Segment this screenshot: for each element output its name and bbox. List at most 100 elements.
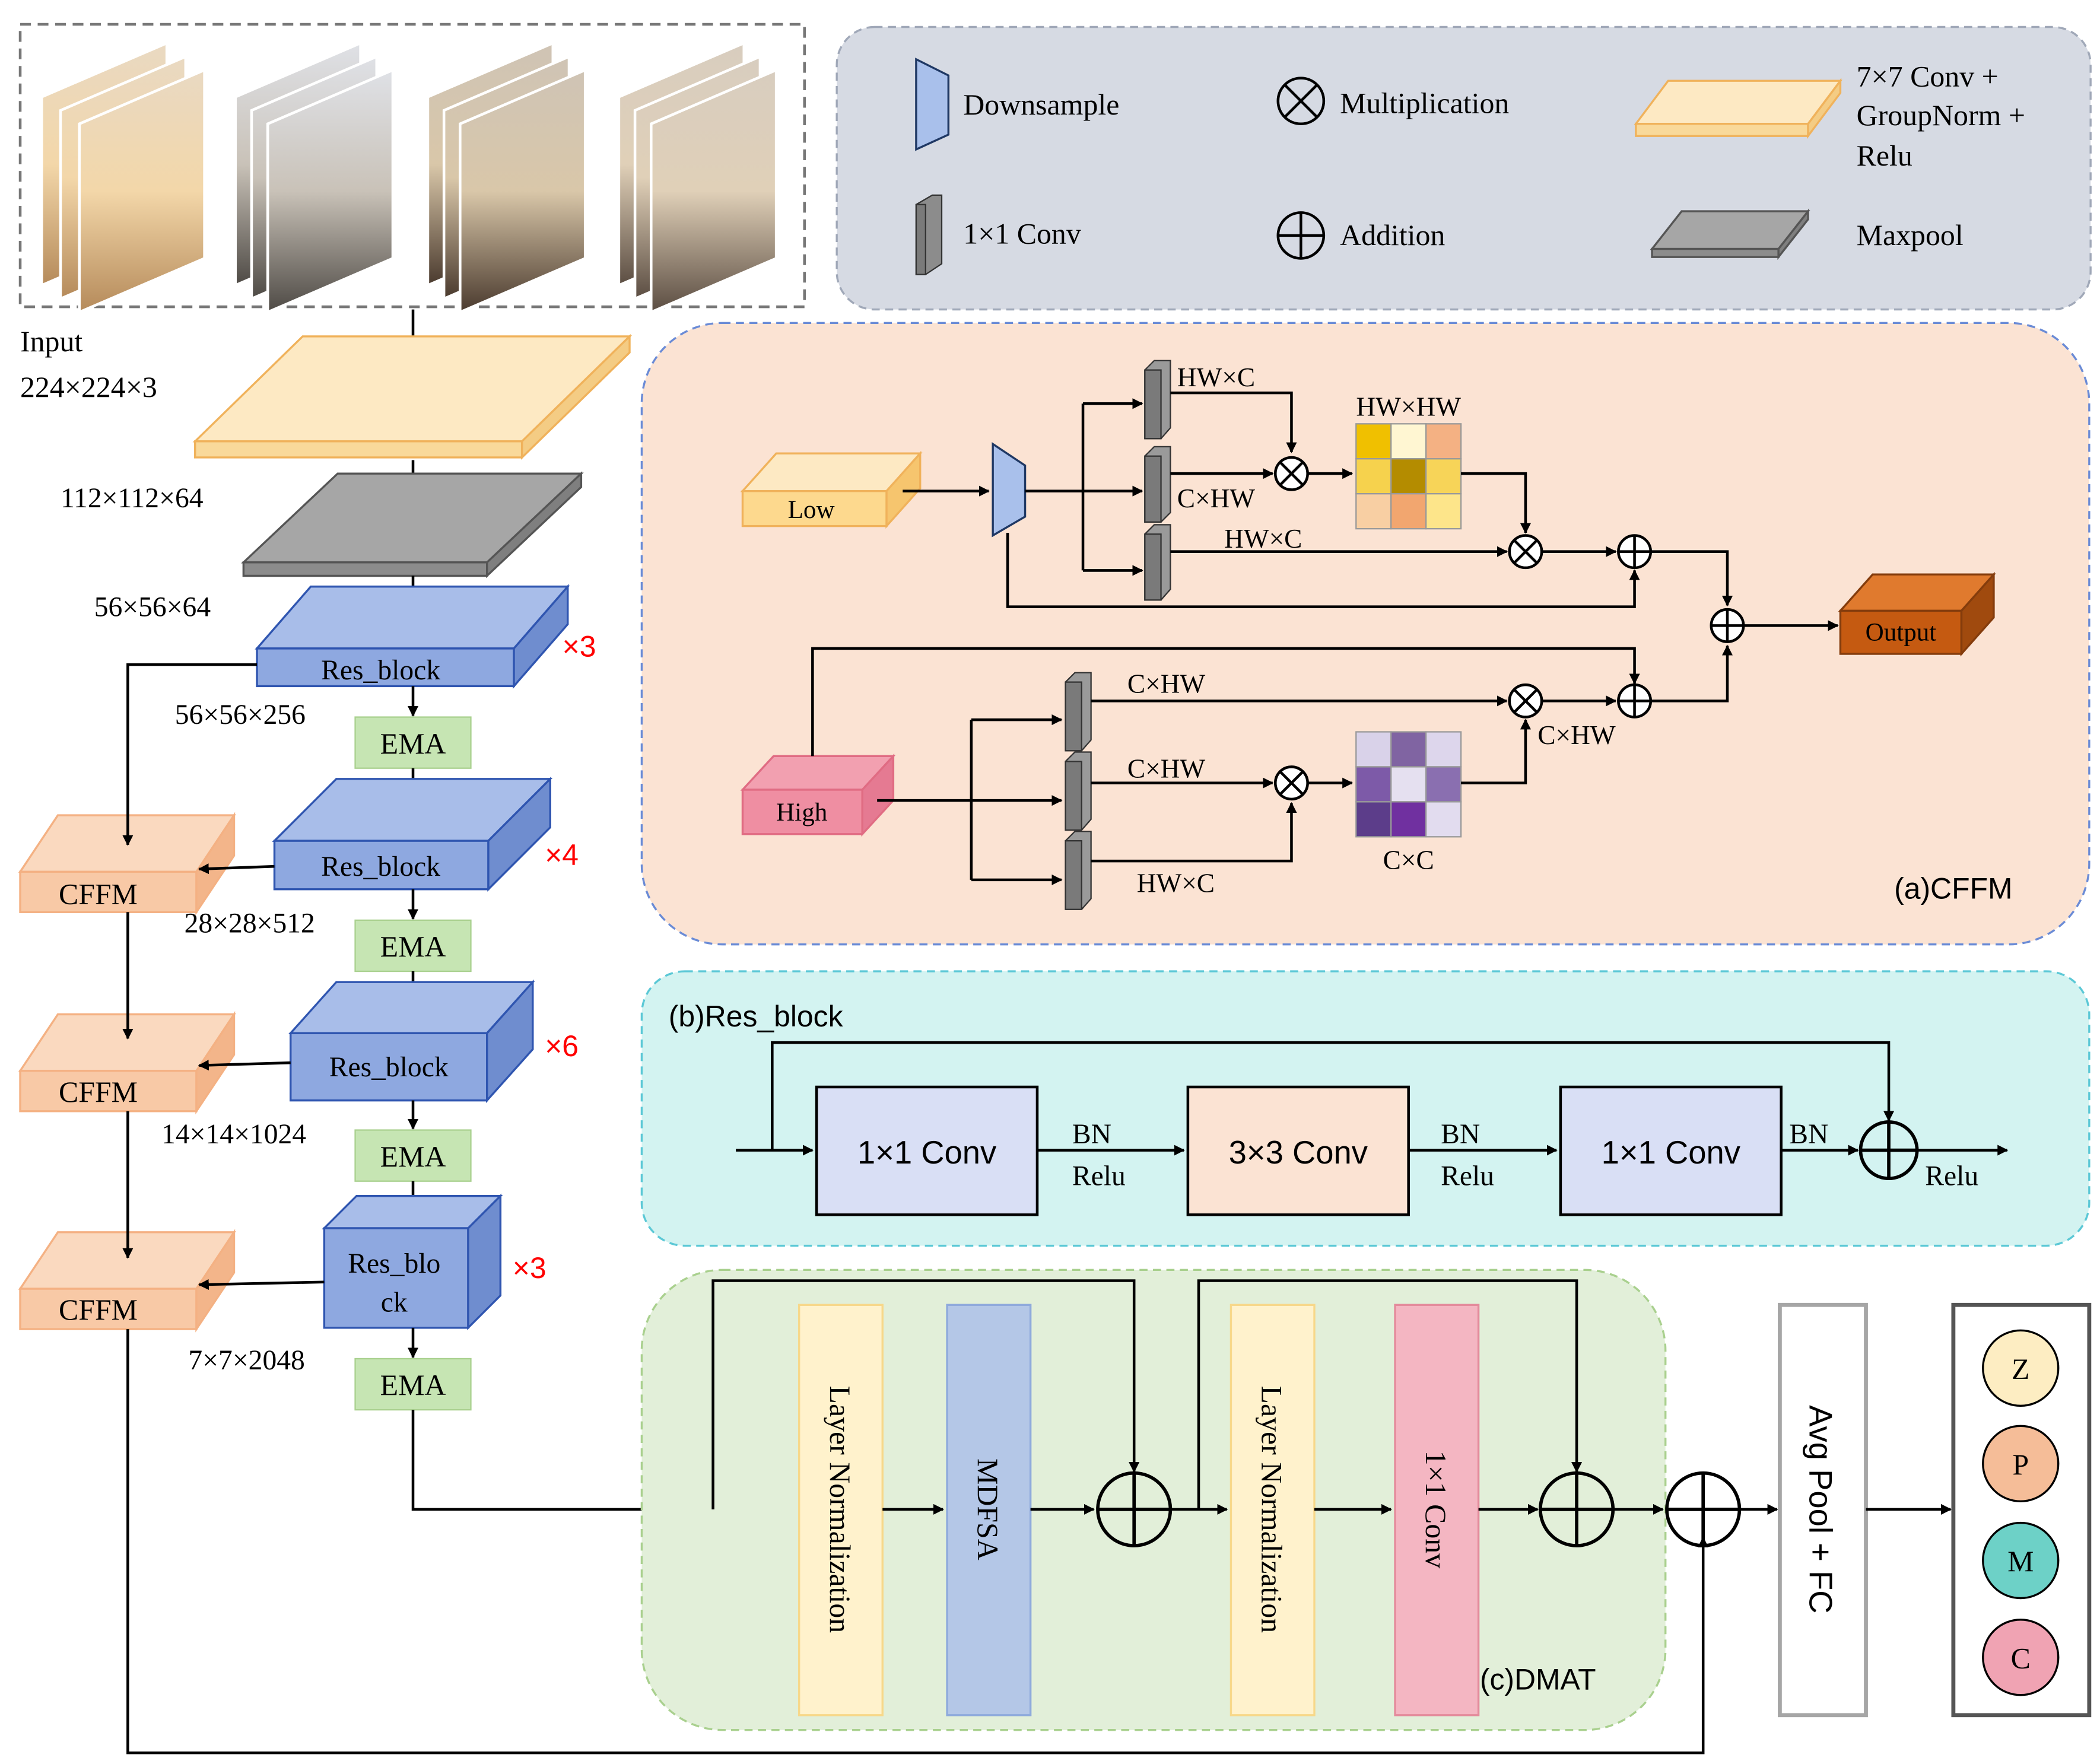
dmat-mdfsa-label: MDFSA: [971, 1458, 1004, 1560]
class-m-node: [1982, 1521, 2060, 1600]
conv-bar-bottom-2: [1065, 751, 1092, 831]
class-p-node: [1982, 1425, 2060, 1502]
res-block-stage4: [322, 1193, 503, 1330]
conv-bar-top-3: [1144, 524, 1171, 601]
res-block-mult-1: ×3: [563, 630, 596, 663]
bot-chw-out-label: C×HW: [1537, 720, 1616, 750]
dmat-conv-label: 1×1 Conv: [1419, 1451, 1452, 1569]
res-block-label-4b: ck: [381, 1288, 408, 1318]
class-z-label: Z: [2012, 1353, 2029, 1385]
final-add-op: [1665, 1471, 1742, 1547]
res-block-stage1: [255, 584, 570, 689]
input-image-stack-3: [426, 41, 587, 314]
top-chw-label: C×HW: [1177, 484, 1256, 513]
res-conv1-label: 1×1 Conv: [857, 1134, 997, 1171]
conv7-layer: [192, 333, 633, 460]
avg-pool-fc-box: [1778, 1302, 1868, 1718]
ema-label-4: EMA: [380, 1369, 446, 1401]
addition-icon: [1276, 211, 1326, 260]
res-block-mult-4: ×3: [513, 1251, 547, 1285]
input-image-stack-2: [234, 41, 395, 314]
input-image-stack-4: [617, 41, 778, 314]
avg-pool-fc-label: Avg Pool + FC: [1802, 1405, 1838, 1613]
legend-conv1x1-label: 1×1 Conv: [963, 218, 1081, 250]
res-relu-label-2: Relu: [1441, 1161, 1494, 1192]
class-z-node: [1982, 1329, 2060, 1407]
legend-multiplication-label: Multiplication: [1340, 87, 1509, 120]
classifier-head: Avg Pool + FC Z P M C: [1665, 1302, 2092, 1718]
cffm-box-3: [18, 1229, 236, 1333]
mul-op-bottom-1: [1273, 765, 1309, 801]
dmat-layernorm-2-label: Layer Normalization: [1256, 1386, 1288, 1633]
conv1x1-icon: [915, 194, 943, 275]
bot-attn-label: C×C: [1383, 845, 1434, 875]
dmat-layernorm-1-label: Layer Normalization: [824, 1386, 856, 1633]
res-block-stage3: [288, 979, 535, 1104]
high-feature-block: [740, 753, 896, 837]
dmat-add-op-2: [1539, 1471, 1615, 1547]
ema-label-3: EMA: [380, 1140, 446, 1173]
conv-bar-top-1: [1144, 360, 1171, 440]
cffm-label-1: CFFM: [59, 878, 138, 911]
res-block-label-2: Res_block: [321, 851, 440, 882]
maxpool-layer: [241, 471, 584, 578]
legend-conv7-line3: Relu: [1857, 139, 1912, 172]
cffm-box-1: [18, 812, 236, 916]
attention-map-top: [1355, 423, 1462, 530]
legend-conv7-line2: GroupNorm +: [1857, 99, 2025, 132]
res-conv3-label: 1×1 Conv: [1602, 1134, 1741, 1171]
backbone: Input 224×224×3 112×112×64 56×56×64 Res_…: [18, 309, 1709, 1754]
res-relu-label-3: Relu: [1925, 1161, 1978, 1192]
cffm-panel: (a)CFFM Low HW×C C×HW HW×C HW×HW: [640, 322, 2091, 946]
res-conv3-box: [1559, 1085, 1783, 1216]
mul-op-top-1: [1273, 456, 1309, 491]
class-m-label: M: [2007, 1545, 2034, 1578]
res-block-panel: (b)Res_block 1×1 Conv BN Relu 3×3 Conv B…: [640, 970, 2091, 1247]
conv7-slab-icon: [1634, 78, 1842, 139]
res-block-label-3: Res_block: [329, 1052, 449, 1083]
top-hwc-label-1: HW×C: [1177, 363, 1255, 392]
dmat-panel: (c)DMAT Layer Normalization MDFSA Layer …: [640, 1269, 1667, 1731]
res-block-stage2: [272, 776, 553, 892]
downsample-icon: [915, 58, 950, 151]
ema-label-2: EMA: [380, 930, 446, 963]
dmat-add-op-1: [1096, 1471, 1173, 1547]
conv-bar-bottom-1: [1065, 672, 1092, 752]
add-op-bottom: [1617, 683, 1653, 719]
res-panel-title: (b)Res_block: [669, 1000, 843, 1033]
cffm-box-2: [18, 1010, 236, 1115]
cffm-label-2: CFFM: [59, 1076, 138, 1108]
res-block-label-1: Res_block: [321, 655, 440, 686]
dmat-layernorm-1: [798, 1304, 884, 1717]
ema-block-1: [354, 716, 472, 769]
low-label: Low: [788, 496, 835, 524]
dmat-conv: [1394, 1304, 1480, 1717]
ema-block-2: [354, 919, 472, 972]
high-label: High: [776, 799, 827, 827]
cffm-label-3: CFFM: [59, 1293, 138, 1326]
top-attn-label: HW×HW: [1356, 392, 1461, 422]
class-p-label: P: [2012, 1448, 2029, 1481]
res-block-dim-4: 7×7×2048: [188, 1345, 304, 1376]
downsample-block: [992, 442, 1027, 538]
maxpool-slab-icon: [1650, 208, 1810, 260]
mul-op-top-2: [1508, 534, 1543, 570]
multiplication-icon: [1276, 77, 1326, 126]
input-image-stack-1: [40, 41, 206, 314]
dmat-mdfsa: [946, 1304, 1032, 1717]
legend-panel: Downsample Multiplication 7×7 Conv + Gro…: [835, 26, 2092, 311]
res-bn-label-3: BN: [1789, 1119, 1828, 1150]
legend-downsample-label: Downsample: [963, 88, 1119, 121]
res-block-dim-3: 14×14×1024: [161, 1119, 306, 1150]
legend-conv7-line1: 7×7 Conv +: [1857, 60, 1999, 93]
bot-chw-label-2: C×HW: [1127, 754, 1206, 784]
legend-maxpool-label: Maxpool: [1857, 219, 1964, 252]
mul-op-bottom-2: [1508, 683, 1543, 719]
res-block-mult-3: ×6: [545, 1029, 579, 1063]
res-bn-label-1: BN: [1072, 1119, 1111, 1150]
conv-bar-top-2: [1144, 446, 1171, 523]
conv-bar-bottom-3: [1065, 831, 1092, 910]
ema-block-4: [354, 1358, 472, 1411]
